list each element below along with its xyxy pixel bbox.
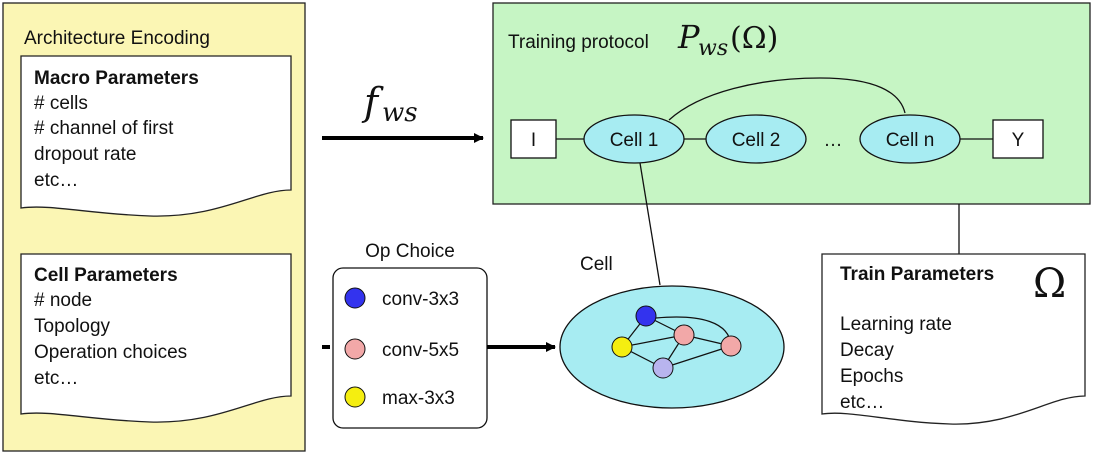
cell-params-doc	[20, 253, 292, 423]
train-params-heading: Train Parameters	[840, 264, 994, 285]
cell-graph-node-pink	[673, 324, 695, 346]
mapping-subscript: ws	[382, 98, 418, 128]
train-params-doc	[821, 253, 1086, 425]
encoding-title: Architecture Encoding	[24, 28, 210, 49]
connector-cell1-detail	[639, 162, 661, 286]
training-symbol-sub: ws	[698, 36, 728, 61]
macro-param-line: # channel of first	[34, 118, 174, 139]
train-param-line: Epochs	[840, 366, 903, 387]
cell-graph-node-yellow	[611, 336, 633, 358]
cell-detail-label: Cell	[580, 254, 613, 275]
cell-param-line: etc…	[34, 368, 78, 389]
output-node-label: Y	[1012, 130, 1025, 151]
cell1-node-label: Cell 1	[610, 130, 659, 151]
input-node	[510, 119, 557, 159]
training-panel	[492, 2, 1091, 205]
training-title: Training protocol	[508, 32, 649, 53]
train-param-line: Learning rate	[840, 314, 952, 335]
op-choice-title: Op Choice	[365, 241, 455, 262]
train-param-line: etc…	[840, 392, 884, 413]
op-label: conv-5x5	[382, 340, 459, 361]
edge-cell1-celln-skip	[668, 77, 906, 121]
training-symbol-arg: (Ω)	[730, 21, 778, 56]
macro-param-line: etc…	[34, 170, 78, 191]
cell-param-line: # node	[34, 290, 92, 311]
training-symbol: P	[677, 18, 700, 56]
macro-param-line: # cells	[34, 93, 88, 114]
cell-params-heading: Cell Parameters	[34, 265, 178, 286]
celln-node	[859, 114, 961, 164]
op-swatch-conv5x5	[344, 338, 366, 360]
op-label: max-3x3	[382, 388, 455, 409]
train-param-line: Decay	[840, 340, 894, 361]
mapping-function: f	[361, 80, 384, 124]
macro-params-heading: Macro Parameters	[34, 68, 199, 89]
chain-ellipsis: …	[824, 130, 843, 151]
cell2-node	[705, 114, 807, 164]
omega-symbol: Ω	[1033, 261, 1066, 307]
cell-param-line: Topology	[34, 316, 111, 337]
cell-graph-node-blue	[635, 305, 657, 327]
cell2-node-label: Cell 2	[732, 130, 781, 151]
op-label: conv-3x3	[382, 289, 459, 310]
macro-param-line: dropout rate	[34, 144, 136, 165]
cell-graph-node-lavender	[652, 357, 674, 379]
output-node	[992, 119, 1044, 159]
macro-params-doc	[20, 55, 292, 217]
cell1-node	[583, 114, 685, 164]
op-swatch-max3x3	[344, 386, 366, 408]
input-node-label: I	[531, 130, 536, 151]
cell-graph-node-pink	[720, 335, 742, 357]
cell-detail	[559, 285, 785, 409]
cell-param-line: Operation choices	[34, 342, 187, 363]
op-swatch-conv3x3	[344, 287, 366, 309]
celln-node-label: Cell n	[886, 130, 935, 151]
